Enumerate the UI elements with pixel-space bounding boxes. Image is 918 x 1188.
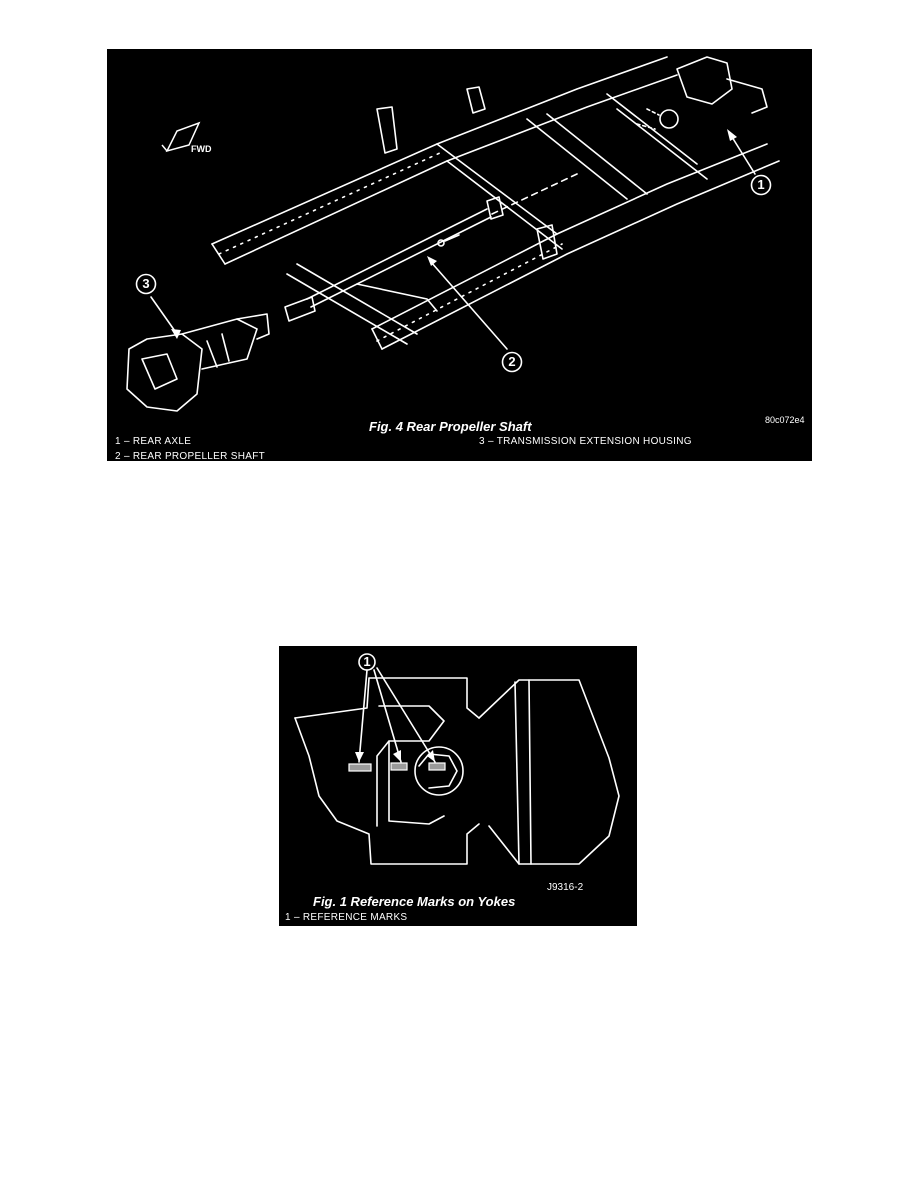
- figure-code: 80c072e4: [765, 415, 805, 425]
- rear-propeller-shaft-illustration: [126, 56, 780, 412]
- legend-item-1: 1 – REFERENCE MARKS: [285, 912, 408, 923]
- figure-caption: Fig. 4 Rear Propeller Shaft: [369, 419, 532, 434]
- figure-reference-marks-on-yokes: 1 J9316-2 Fig. 1 Reference Marks on Yoke…: [279, 646, 637, 926]
- callout-1: 1: [363, 654, 371, 669]
- legend-item-2: 2 – REAR PROPELLER SHAFT: [115, 451, 266, 461]
- figure-rear-propeller-shaft: FWD 1 2 3 80c072e4 Fig. 4 Rear Propeller…: [107, 49, 812, 461]
- legend-item-1: 1 – REAR AXLE: [115, 436, 192, 447]
- callout-3: 3: [142, 276, 150, 291]
- figure-code: J9316-2: [547, 882, 584, 893]
- fwd-label: FWD: [191, 144, 212, 154]
- callout-2: 2: [508, 354, 516, 369]
- yoke-reference-marks-illustration: [294, 653, 620, 865]
- legend-item-3: 3 – TRANSMISSION EXTENSION HOUSING: [479, 436, 692, 447]
- callout-1: 1: [757, 177, 765, 192]
- figure-caption: Fig. 1 Reference Marks on Yokes: [313, 894, 516, 909]
